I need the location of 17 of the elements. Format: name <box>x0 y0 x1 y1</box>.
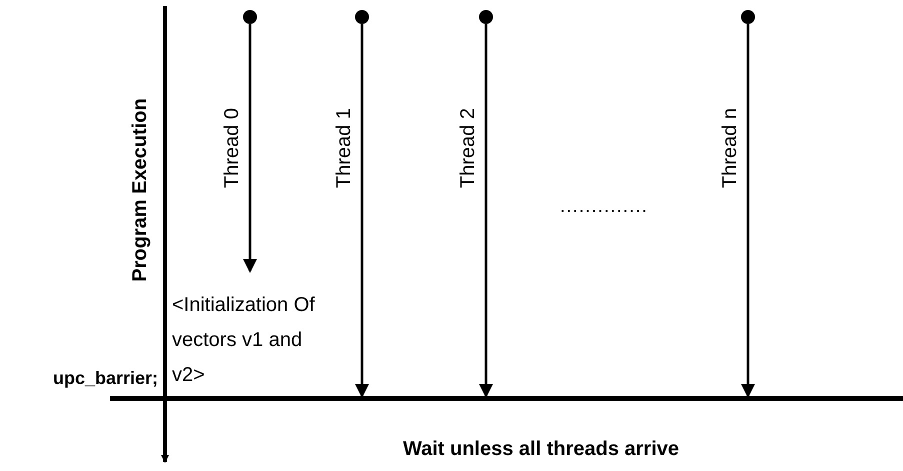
thread-label: Thread 0 <box>220 108 244 190</box>
start-dot <box>355 10 369 24</box>
barrier-caption: Wait unless all threads arrive <box>402 438 680 461</box>
start-dot <box>479 10 493 24</box>
arrow <box>355 24 369 398</box>
start-dot <box>741 10 755 24</box>
ellipsis-dots: .............. <box>560 196 648 218</box>
arrow <box>243 24 257 273</box>
thread-label: Thread 2 <box>456 108 480 190</box>
barrier-label: upc_barrier; <box>52 368 158 389</box>
arrow <box>479 24 493 398</box>
arrow <box>741 24 755 398</box>
start-dot <box>243 10 257 24</box>
thread-label: Thread 1 <box>332 108 356 190</box>
thread-label: Thread n <box>718 108 742 190</box>
axis-label: Program Execution <box>128 97 152 284</box>
annotation-text: <Initialization Of vectors v1 and v2> <box>172 280 322 393</box>
